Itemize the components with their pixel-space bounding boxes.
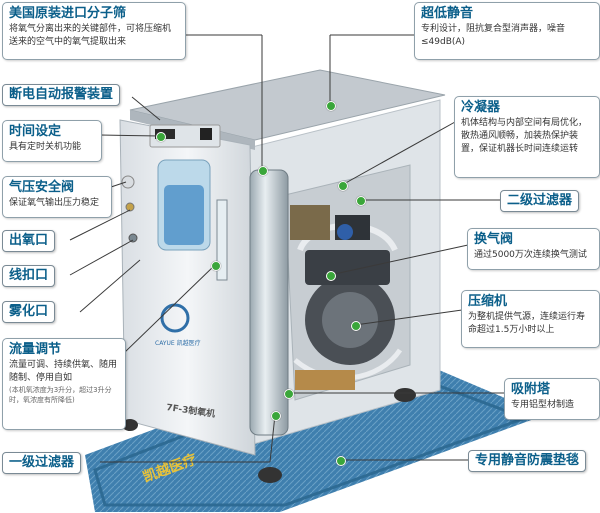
callout-title: 气压安全阀 <box>9 180 75 195</box>
pointer-lines <box>69 34 505 463</box>
oxygen-outlet-port <box>125 202 135 212</box>
callout-text: 将氧气分离出来的关键部件，可将压缩机送来的空气中的氧气提取出来 <box>9 24 172 47</box>
callout-text: 保证氧气输出压力稳定 <box>9 198 100 208</box>
callout-cord-clip: 线扣口 <box>2 265 56 287</box>
callout-compressor: 压缩机 为整机提供气源，连续运行寿命超过1.5万小时以上 <box>461 290 600 348</box>
callout-condenser: 冷凝器 机体结构与内部空间有局优化，散热通风顺畅，加装热保护装置，保证机器长时间… <box>454 96 600 178</box>
callout-secondary-filter: 二级过滤器 <box>500 190 580 212</box>
pointer-dot-compressor <box>351 321 361 331</box>
callout-title: 换气阀 <box>474 232 514 247</box>
callout-text: 专利设计，阻抗复合型消声器，噪音≤49dB(A) <box>421 24 566 47</box>
pointer-dot-condenser <box>338 181 348 191</box>
callout-text: 具有定时关机功能 <box>9 142 82 152</box>
callout-text: 通过5000万次连续换气测试 <box>474 250 587 260</box>
callout-primary-filter: 一级过滤器 <box>2 452 82 474</box>
callout-title: 流量调节 <box>9 342 62 357</box>
pointer-dot-quiet <box>326 101 336 111</box>
flow-meter <box>216 199 228 281</box>
callout-title: 压缩机 <box>468 294 508 309</box>
callout-title: 时间设定 <box>9 124 62 139</box>
brand-logo <box>160 303 190 333</box>
callout-molecular-sieve: 美国原装进口分子筛 将氧气分离出来的关键部件，可将压缩机送来的空气中的氧气提取出… <box>2 2 186 60</box>
pointer-dot-sieve <box>258 166 268 176</box>
pointer-dot-timer <box>156 132 166 142</box>
callout-title: 超低静音 <box>421 6 474 21</box>
safety-valve-knob <box>121 175 135 189</box>
callout-power-alarm: 断电自动报警装置 <box>2 84 121 106</box>
callout-title: 冷凝器 <box>461 100 501 115</box>
callout-timer: 时间设定 具有定时关机功能 <box>2 120 102 162</box>
pointer-dot-mat <box>336 456 346 466</box>
callout-adsorption-tower: 吸附塔 专用铝型材制造 <box>504 378 600 420</box>
callout-text: 机体结构与内部空间有局优化，散热通风顺畅，加装热保护装置，保证机器长时间连续运转 <box>461 118 588 154</box>
callout-title: 美国原装进口分子筛 <box>9 6 127 21</box>
callout-anti-vibration-mat: 专用静音防震垫毯 <box>468 450 587 472</box>
pointer-dot-tower <box>284 389 294 399</box>
callout-text: 流量可调、持续供氧、随用随制、停用自如 <box>9 360 118 383</box>
pointer-dot-primary-filter <box>271 411 281 421</box>
callout-flow-control: 流量调节 流量可调、持续供氧、随用随制、停用自如 (本机氧浓度为3升分，超过3升… <box>2 338 126 430</box>
callout-note: (本机氧浓度为3升分，超过3升分时，氧浓度有所降低) <box>9 386 112 404</box>
callout-switch-valve: 换气阀 通过5000万次连续换气测试 <box>467 228 600 270</box>
callout-text: 为整机提供气源，连续运行寿命超过1.5万小时以上 <box>468 312 586 335</box>
callout-safety-valve: 气压安全阀 保证氧气输出压力稳定 <box>2 176 112 218</box>
pointer-dot-flow <box>211 261 221 271</box>
adsorption-tower <box>249 169 289 436</box>
pointer-dot-secondary-filter <box>356 196 366 206</box>
callout-quiet: 超低静音 专利设计，阻抗复合型消声器，噪音≤49dB(A) <box>414 2 600 60</box>
pointer-dot-switch-valve <box>326 271 336 281</box>
callout-title: 吸附塔 <box>511 382 551 397</box>
callout-text: 专用铝型材制造 <box>511 400 575 410</box>
brand-label: CAYUE 凯越医疗 <box>155 339 201 347</box>
callout-nebulizer: 雾化口 <box>2 301 56 323</box>
callout-oxygen-outlet: 出氧口 <box>2 230 56 252</box>
